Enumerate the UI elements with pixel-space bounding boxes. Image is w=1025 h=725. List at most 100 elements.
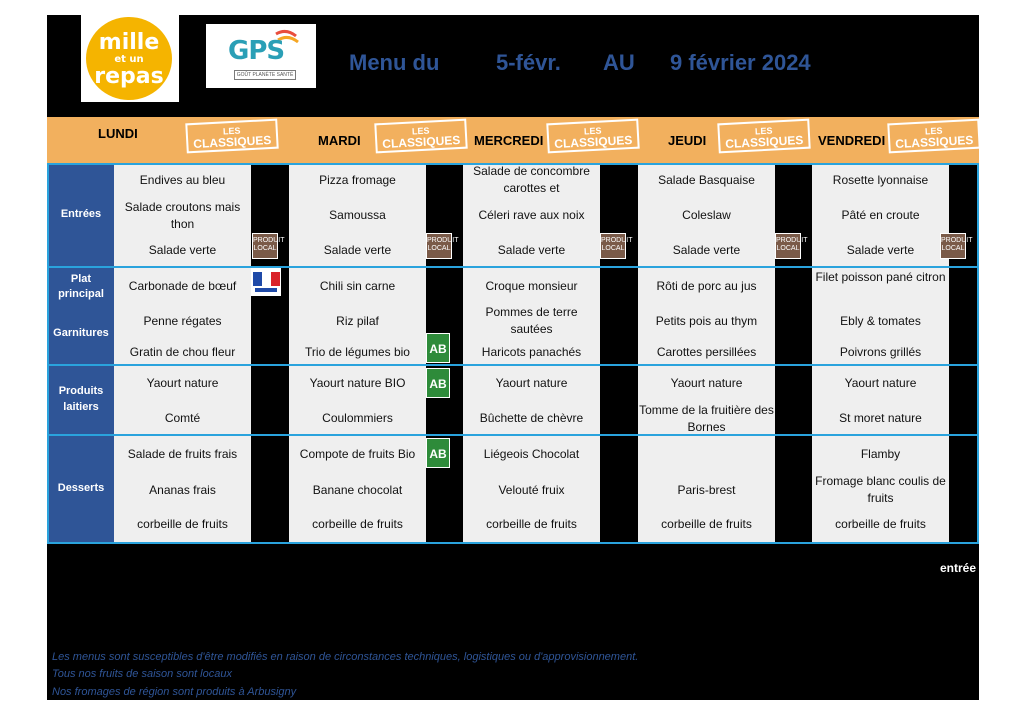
day-lundi: LUNDI <box>98 126 138 141</box>
produit-local-text-2: LOCAL <box>941 245 965 252</box>
day-mardi: MARDI <box>318 133 361 148</box>
menu-item: Salade de concombre carottes et <box>473 164 590 195</box>
menu-item: Salade verte <box>148 243 217 257</box>
menu-item: Coleslaw <box>682 208 731 222</box>
gps-swoosh-icon <box>275 29 299 44</box>
menu-item: Filet poisson pané citron <box>815 270 946 284</box>
title-au: AU <box>603 50 635 75</box>
footer-note-3: Nos fromages de région sont produits à A… <box>52 686 297 698</box>
section-plat-label-2: principal <box>58 288 104 300</box>
badge-classiques: CLASSIQUES <box>724 132 804 152</box>
menu-item: Salade verte <box>497 243 566 257</box>
menu-item: Banane chocolat <box>312 483 403 497</box>
column-vendredi <box>812 163 949 543</box>
agriculture-bio-icon: AB <box>426 438 450 468</box>
section-entrees-label: Entrées <box>60 208 102 220</box>
menu-item: Yaourt nature BIO <box>309 376 406 390</box>
menu-item: Salade croutons mais thon <box>124 200 241 231</box>
menu-item: Rôti de porc au jus <box>656 279 757 293</box>
menu-item: Salade Basquaise <box>658 173 755 187</box>
badge-classiques: CLASSIQUES <box>553 132 633 152</box>
produit-local-text-1: PRODUIT <box>601 237 633 244</box>
menu-item: Trio de légumes bio <box>305 345 410 359</box>
section-produits-laitiers: Produits laitiers <box>48 365 114 435</box>
menu-item: Tomme de la fruitière des Bornes <box>639 403 774 434</box>
produit-local-text-2: LOCAL <box>601 245 625 252</box>
footer-note-1: Les menus sont susceptibles d'être modif… <box>52 651 639 663</box>
grid-line <box>977 163 979 543</box>
gps-logo-subtitle: GOÛT PLANÈTE SANTÉ <box>234 70 296 80</box>
title-start-date: 5-févr. <box>496 50 561 75</box>
section-plat-label-1: Plat <box>70 273 92 285</box>
day-vendredi: VENDREDI <box>818 133 886 148</box>
menu-item: Petits pois au thym <box>655 314 758 328</box>
produit-local-text-1: PRODUIT <box>941 237 973 244</box>
menu-item: St moret nature <box>839 411 922 425</box>
menu-item: Yaourt nature <box>495 376 568 390</box>
menu-item: Coulommiers <box>322 411 393 425</box>
menu-item: Gratin de chou fleur <box>129 345 236 359</box>
menu-item: Chili sin carne <box>319 279 396 293</box>
menu-item: Liégeois Chocolat <box>483 447 580 461</box>
menu-item: Rosette lyonnaise <box>832 173 929 187</box>
section-plat-garnitures: Plat principal Garnitures <box>48 267 114 365</box>
menu-item: corbeille de fruits <box>137 517 228 531</box>
title-menu-du: Menu du <box>349 50 440 75</box>
menu-item: Salade verte <box>323 243 392 257</box>
gps-logo: GPS GOÛT PLANÈTE SANTÉ <box>206 24 316 88</box>
grid-line <box>47 542 979 544</box>
produit-local-text-1: PRODUIT <box>776 237 808 244</box>
menu-item: Flamby <box>860 447 901 461</box>
logo-text-mille: mille <box>98 30 160 55</box>
logo-text-etun: et un <box>114 54 144 65</box>
menu-item: Pizza fromage <box>319 173 396 187</box>
viande-francaise-flag-icon <box>251 268 281 296</box>
title-end-date: 9 février 2024 <box>670 50 811 75</box>
logo-disc <box>86 17 172 100</box>
menu-item: Salade verte <box>846 243 915 257</box>
menu-item: Ebly & tomates <box>840 314 921 328</box>
menu-item: Yaourt nature <box>844 376 917 390</box>
column-mercredi <box>463 163 600 543</box>
menu-item: Ananas frais <box>149 483 216 497</box>
produit-local-text-2: LOCAL <box>427 245 451 252</box>
menu-item: Haricots panachés <box>481 345 582 359</box>
menu-item: Penne régates <box>143 314 222 328</box>
grid-line <box>47 266 979 268</box>
menu-item: Riz pilaf <box>336 314 379 328</box>
menu-item: corbeille de fruits <box>835 517 926 531</box>
badge-classiques: CLASSIQUES <box>192 132 272 152</box>
produit-local-text-1: PRODUIT <box>427 237 459 244</box>
menu-item: Bûchette de chèvre <box>479 411 584 425</box>
day-mercredi: MERCREDI <box>474 133 544 148</box>
menu-item: Carottes persillées <box>656 345 757 359</box>
menu-item: Salade de fruits frais <box>127 447 238 461</box>
menu-item: Yaourt nature <box>146 376 219 390</box>
menu-item: Carbonade de bœuf <box>128 279 237 293</box>
section-garnitures-label: Garnitures <box>53 327 109 339</box>
agriculture-bio-icon: AB <box>426 333 450 363</box>
menu-item: corbeille de fruits <box>661 517 752 531</box>
menu-item: Pommes de terre sautées <box>485 305 578 336</box>
section-laitiers-label-2: laitiers <box>63 401 99 413</box>
section-entrees: Entrées <box>48 163 114 267</box>
menu-item: corbeille de fruits <box>312 517 403 531</box>
menu-item: Endives au bleu <box>139 173 226 187</box>
grid-line <box>47 163 979 165</box>
section-desserts: Desserts <box>48 435 114 543</box>
section-desserts-label: Desserts <box>57 482 105 494</box>
menu-item: Croque monsieur <box>485 279 578 293</box>
french-flag-icon <box>253 272 280 292</box>
menu-item: Paris-brest <box>677 483 736 497</box>
day-jeudi: JEUDI <box>668 133 707 148</box>
menu-item: Yaourt nature <box>670 376 743 390</box>
menu-item: Fromage blanc coulis de fruits <box>815 474 946 505</box>
